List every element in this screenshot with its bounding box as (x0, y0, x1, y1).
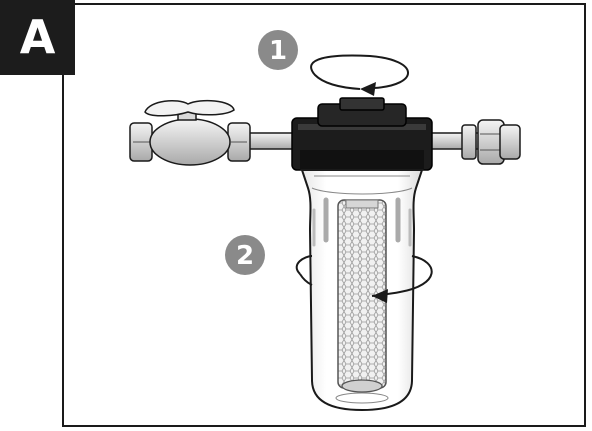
counterclockwise-arrow-icon (295, 255, 433, 303)
step-1-badge: 1 (258, 30, 298, 70)
panel-label: A (0, 0, 75, 75)
step-2-number: 2 (236, 241, 254, 271)
counterclockwise-arrow-icon (310, 54, 409, 96)
outlet-fitting (427, 119, 521, 165)
step-2-badge: 2 (225, 235, 265, 275)
filter-head (291, 97, 433, 171)
step-1-number: 1 (269, 36, 287, 66)
illustration-frame (62, 3, 586, 427)
filter-housing (300, 169, 424, 412)
shutoff-valve (129, 99, 297, 166)
